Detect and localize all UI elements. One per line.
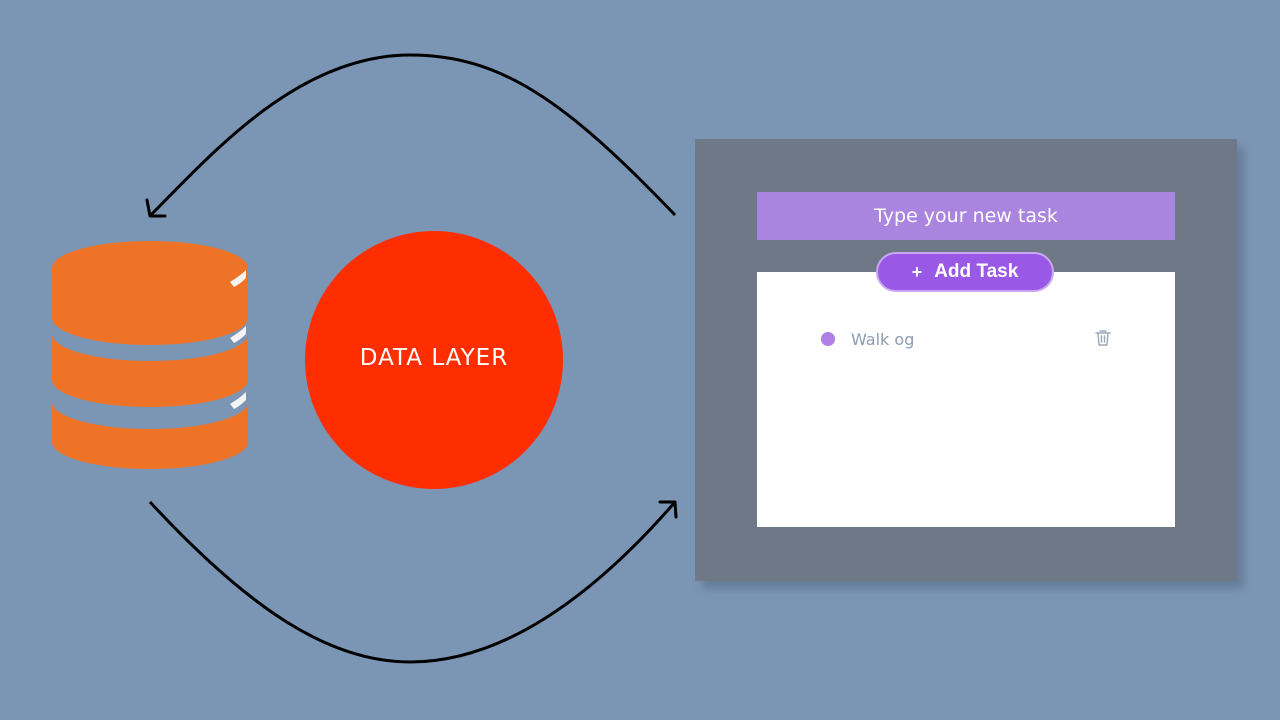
arrow-to-database [148, 53, 677, 218]
plus-icon: + [911, 261, 923, 282]
data-layer-label: DATA LAYER [359, 345, 509, 371]
database-bottom-disk [52, 402, 248, 469]
task-bullet-icon [821, 332, 835, 346]
task-list-panel: Walk og [757, 272, 1175, 527]
database-middle-disk [52, 334, 248, 407]
database-top-cap [52, 241, 248, 295]
add-task-button[interactable]: + Add Task [876, 252, 1054, 292]
trash-icon[interactable] [1095, 329, 1111, 347]
database-middle-highlight [230, 326, 246, 343]
database-icon [52, 241, 248, 469]
new-task-input[interactable] [757, 192, 1175, 240]
todo-app-window: Walk og + Add Task [695, 139, 1237, 581]
data-layer-node: DATA LAYER [305, 231, 563, 489]
arrow-to-app-head [658, 500, 678, 519]
database-bottom-highlight [230, 392, 246, 409]
arrow-to-database-head [145, 198, 167, 218]
arrow-to-app [148, 500, 677, 664]
task-text: Walk og [851, 329, 915, 349]
list-item: Walk og [821, 328, 1117, 350]
add-task-label: Add Task [934, 261, 1019, 282]
database-top-highlight [230, 270, 246, 287]
